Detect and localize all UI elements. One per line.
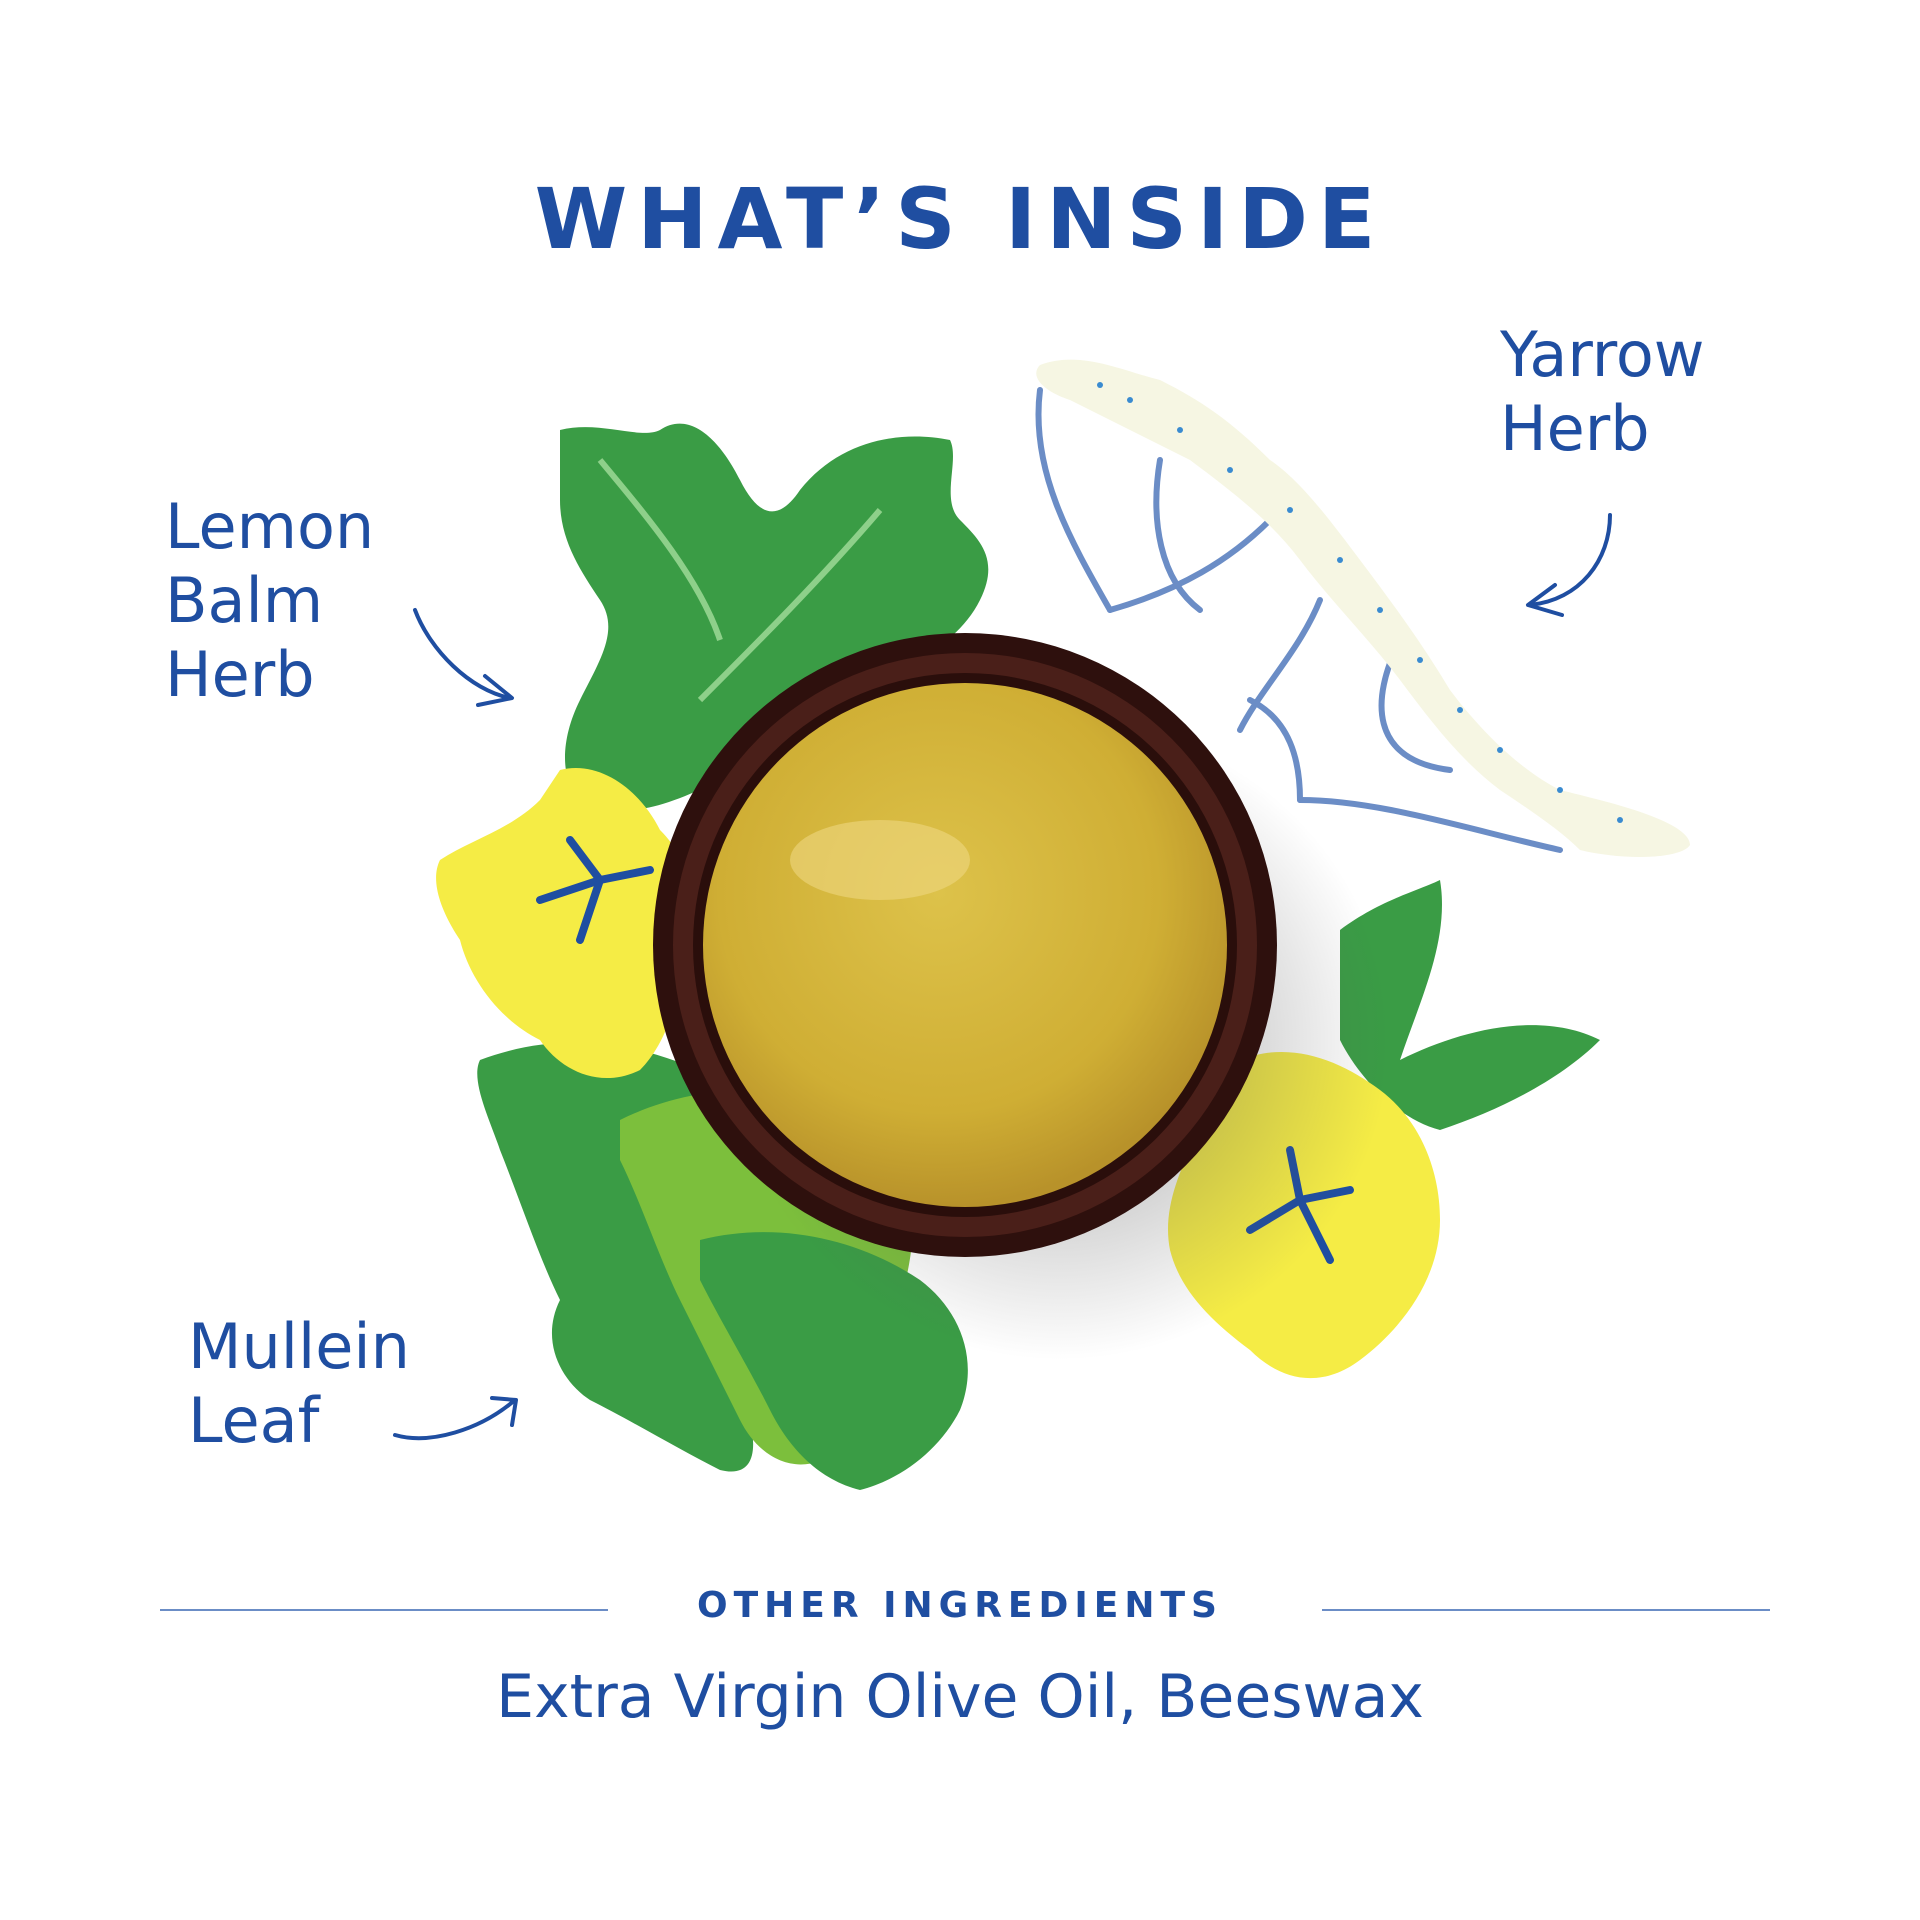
arrow-icon [393,1396,518,1440]
label-line: Herb [1500,392,1650,465]
label-line: Lemon [165,490,375,563]
lemon-balm-label: Lemon Balm Herb [165,490,374,712]
divider-right [1322,1609,1770,1611]
mullein-leaf-icon [1340,880,1600,1130]
arrow-icon [413,608,514,707]
mullein-flower-stamen [536,836,654,944]
divider-left [160,1609,608,1611]
lemon-balm-vein [597,458,723,641]
salve-jar-icon [653,633,1277,1257]
yarrow-dots [1097,382,1623,823]
mullein-label: Mullein Leaf [188,1310,410,1458]
yarrow-flower-cluster [1036,359,1690,857]
label-line: Herb [165,638,315,711]
mullein-flower-icon [436,768,694,1079]
yarrow-icon [1035,387,1563,853]
label-line: Mullein [188,1310,410,1383]
label-line: Balm [165,564,324,637]
other-ingredients-heading: OTHER INGREDIENTS [696,1585,1223,1626]
yarrow-label: Yarrow Herb [1500,318,1705,466]
label-line: Leaf [188,1384,320,1457]
lemon-balm-vein [697,508,883,703]
lemon-balm-leaf-icon [560,423,989,811]
other-ingredients-list: Extra Virgin Olive Oil, Beeswax [496,1662,1424,1732]
arrow-icon [1526,513,1612,617]
page-title: WHAT’S INSIDE [534,170,1386,268]
label-line: Yarrow [1500,318,1705,391]
